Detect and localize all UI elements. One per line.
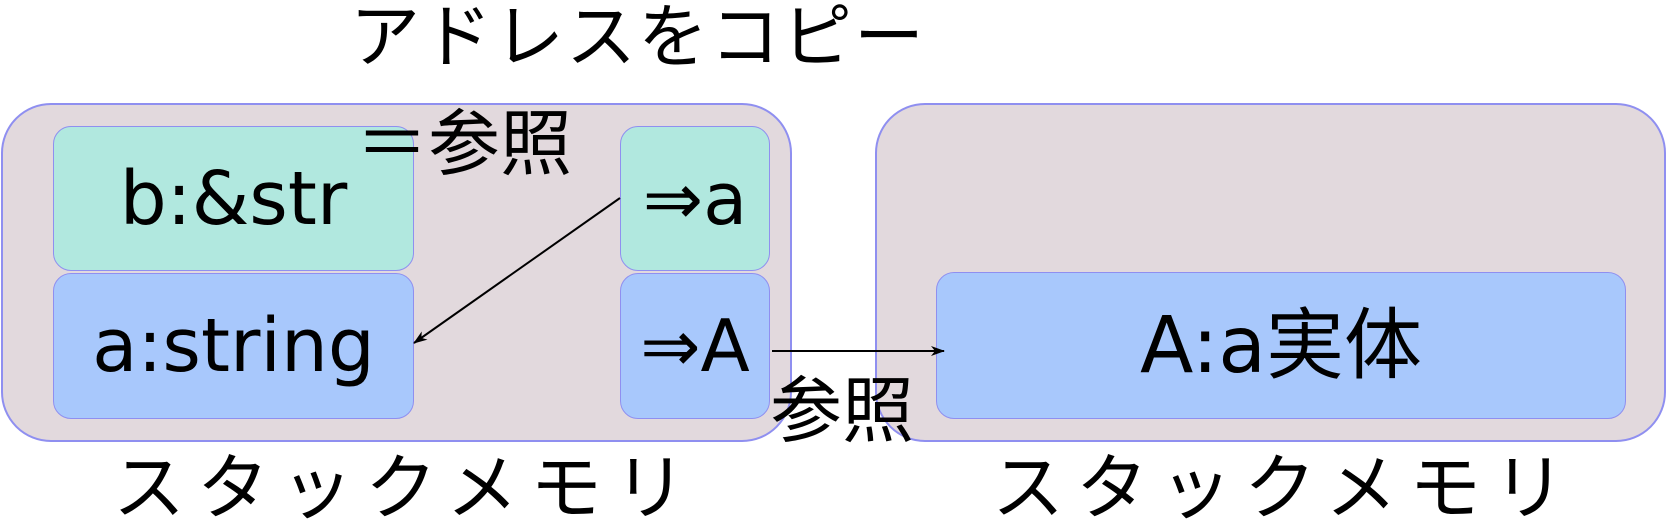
pointer-a-label: ⇒a: [642, 156, 748, 241]
pointer-a-box: ⇒a: [620, 126, 770, 271]
b-str-label: b:&str: [119, 155, 348, 242]
left-panel-caption: スタックメモリ: [113, 446, 699, 530]
pointer-A-box: ⇒A: [620, 273, 770, 419]
entity-label: A:a実体: [1139, 300, 1423, 391]
b-str-box: b:&str: [53, 126, 414, 271]
right-panel-caption: スタックメモリ: [992, 446, 1578, 530]
equals-reference-label: ＝参照: [356, 102, 573, 186]
a-string-box: a:string: [53, 273, 414, 419]
diagram-title: アドレスをコピー: [350, 0, 926, 78]
entity-box: A:a実体: [936, 272, 1626, 419]
a-string-label: a:string: [92, 303, 375, 389]
reference-label: 参照: [770, 369, 915, 453]
pointer-A-label: ⇒A: [640, 304, 750, 388]
